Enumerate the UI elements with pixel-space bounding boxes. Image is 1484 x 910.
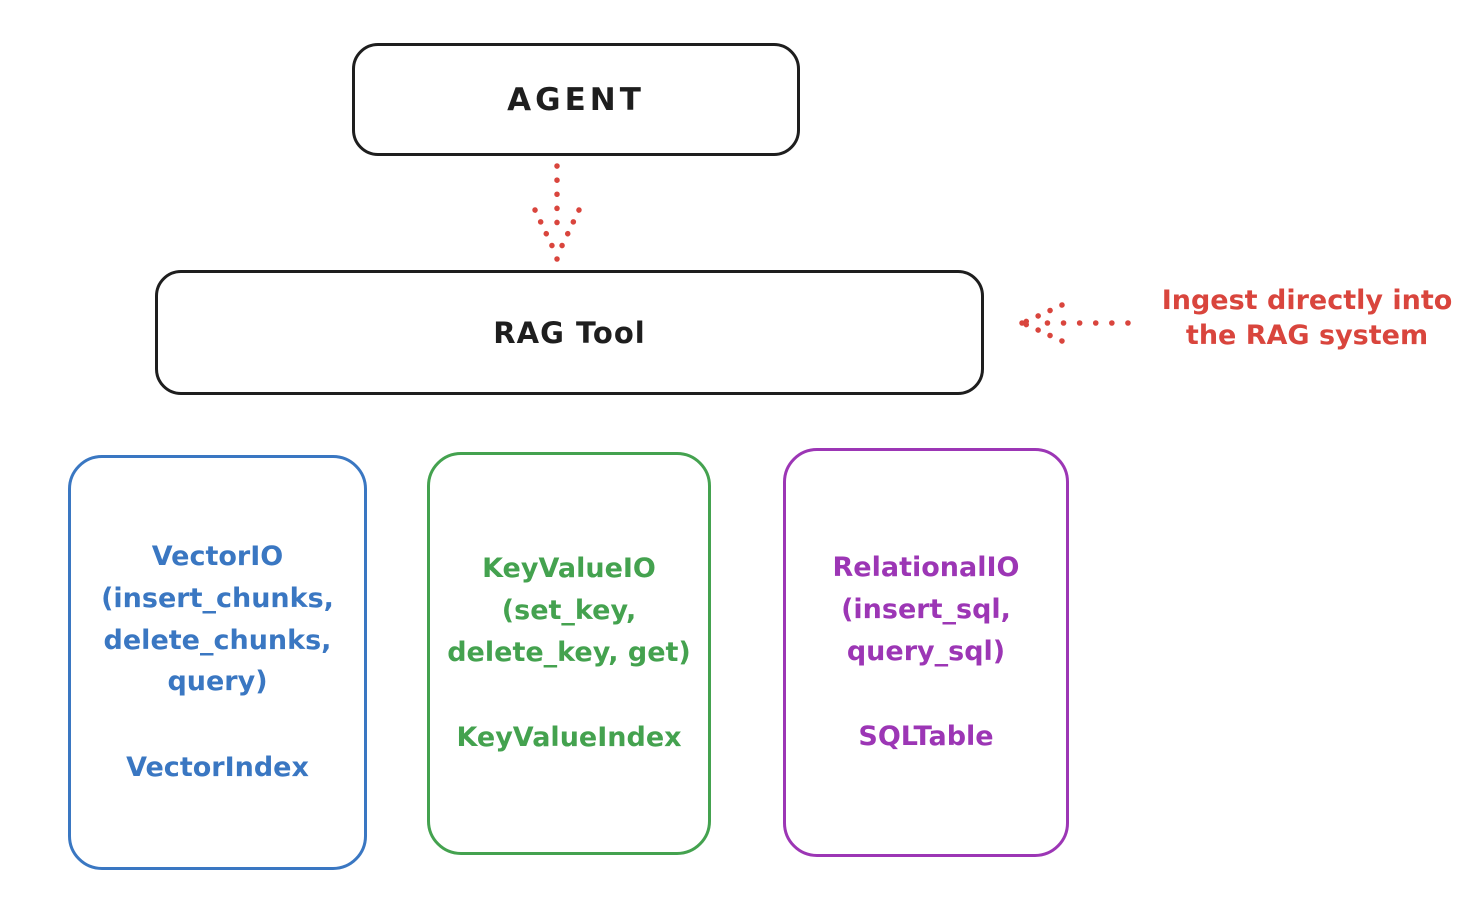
vector-io-title: VectorIO (151, 540, 284, 572)
sql-table-label: SQLTable (858, 721, 994, 753)
relational-io-method-line: query_sql) (846, 635, 1006, 667)
relational-io-box: RelationalIO (insert_sql, query_sql) SQL… (783, 448, 1069, 857)
agent-box: AGENT (352, 43, 800, 156)
vector-io-box: VectorIO (insert_chunks, delete_chunks, … (68, 455, 367, 870)
vector-index-label: VectorIndex (126, 752, 309, 784)
rag-tool-label: RAG Tool (493, 315, 646, 350)
agent-label: AGENT (507, 81, 645, 118)
vector-io-method-line: query) (167, 666, 268, 698)
keyvalue-io-method-line: delete_key, get) (447, 636, 691, 668)
relational-io-method-line: (insert_sql, (841, 593, 1011, 625)
dotted-arrow-down-icon (532, 163, 582, 262)
keyvalue-io-method-line: (set_key, (501, 594, 637, 626)
keyvalue-index-label: KeyValueIndex (456, 722, 682, 754)
keyvalue-io-title: KeyValueIO (482, 552, 656, 584)
keyvalue-io-box: KeyValueIO (set_key, delete_key, get) Ke… (427, 452, 711, 855)
ingest-annotation: Ingest directly into the RAG system (1140, 283, 1474, 353)
ingest-annotation-line1: Ingest directly into (1161, 285, 1453, 316)
ingest-annotation-line2: the RAG system (1185, 320, 1429, 352)
vector-io-method-line: (insert_chunks, (101, 582, 334, 614)
dotted-arrow-left-icon (1019, 302, 1131, 344)
rag-tool-box: RAG Tool (155, 270, 984, 395)
vector-io-method-line: delete_chunks, (103, 624, 332, 656)
relational-io-title: RelationalIO (832, 551, 1020, 583)
